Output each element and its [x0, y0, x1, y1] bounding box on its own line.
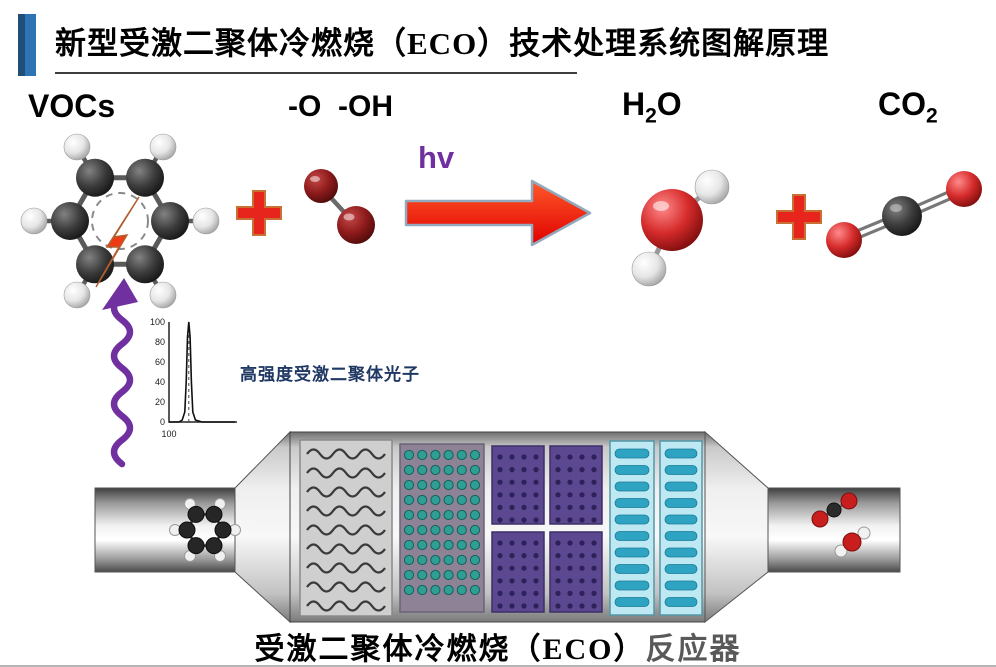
teal-dot-grid	[403, 449, 481, 596]
h2o-subscript: 2	[645, 104, 657, 128]
oxygen-atom	[842, 532, 862, 552]
y-tick: 0	[160, 417, 165, 427]
carbon-atom	[826, 502, 842, 518]
reactor-outlet-tube	[767, 487, 901, 573]
reactor-inlet-tube	[94, 487, 236, 573]
oxygen-atom	[811, 510, 829, 528]
cyan-slat-grid	[614, 448, 650, 607]
hydrogen-atom	[149, 133, 177, 161]
vocs-benzene-molecule	[20, 133, 220, 309]
hydrogen-atom	[149, 281, 177, 309]
vocs-label: VOCs	[28, 88, 116, 124]
carbon-atom	[187, 505, 205, 523]
outlet-co2-molecule	[811, 492, 858, 528]
lightning-icon	[95, 196, 140, 288]
oxygen-molecule	[304, 169, 375, 244]
h2o-label: H2O	[622, 86, 682, 128]
co2-molecule	[826, 171, 982, 258]
carbon-atom	[214, 521, 232, 539]
purple-dot-grid	[555, 454, 597, 523]
excimer-spectrum-chart: 100 80 60 40 20 0 100	[150, 317, 237, 439]
specular-highlight	[890, 204, 902, 212]
photon-label: 高强度受激二聚体光子	[240, 365, 420, 384]
hydrogen-atom	[63, 281, 91, 309]
title-accent-bar	[18, 14, 36, 76]
y-axis-tick-labels: 100 80 60 40 20 0	[150, 317, 165, 427]
reaction-arrow-icon	[404, 179, 592, 247]
co2-label: CO2	[878, 86, 938, 128]
purple-dot-grid	[497, 454, 539, 523]
h2o-tail: O	[656, 86, 682, 122]
reactor-caption-suffix: 反应器	[645, 633, 742, 666]
teal-dot-panel	[399, 443, 485, 613]
x-tick: 100	[161, 429, 176, 439]
water-molecule	[631, 169, 730, 287]
specular-highlight	[653, 201, 669, 211]
emission-peak-curve	[169, 321, 235, 423]
specular-highlight	[343, 213, 355, 221]
hydrogen-atom	[834, 544, 848, 558]
photon-wavy-arrow-icon	[102, 278, 138, 468]
hydrogen-atom	[63, 133, 91, 161]
hv-label: hv	[418, 140, 455, 175]
bottom-border	[0, 665, 996, 667]
page-title: 新型受激二聚体冷燃烧（ECO）技术处理系统图解原理	[55, 26, 830, 61]
outlet-water-molecule	[834, 526, 871, 558]
hydrogen-atom	[857, 526, 871, 540]
arrowhead	[102, 278, 138, 310]
y-tick: 80	[155, 337, 165, 347]
carbon-atom	[205, 505, 223, 523]
carbon-atom	[882, 196, 922, 236]
y-tick: 20	[155, 397, 165, 407]
hydrogen-atom	[631, 251, 667, 287]
plus-icon	[776, 194, 822, 240]
carbon-atom	[126, 158, 164, 197]
title-underline	[55, 72, 577, 74]
hydrogen-atom	[192, 207, 220, 235]
y-tick: 40	[155, 377, 165, 387]
oxygen-atom	[304, 169, 338, 203]
carbon-atom	[126, 245, 164, 284]
eco-reactor	[94, 430, 901, 624]
y-tick: 60	[155, 357, 165, 367]
oxygen-atom	[946, 171, 982, 207]
h2o-base: H	[622, 86, 646, 122]
carbon-atom	[151, 202, 189, 240]
oxygen-atom	[337, 206, 375, 244]
hydrogen-atoms	[20, 133, 220, 309]
reactor-caption-main: 受激二聚体冷燃烧（ECO）	[254, 633, 646, 666]
reactor-outlet-cone	[704, 430, 769, 624]
carbon-atoms	[51, 158, 189, 284]
oxygen-atom	[840, 492, 858, 510]
co2-base: CO	[878, 86, 926, 122]
inlet-vocs-molecule	[169, 498, 241, 562]
hydrogen-atom	[694, 169, 730, 205]
co2-subscript: 2	[926, 104, 938, 128]
plus-icon	[236, 190, 282, 236]
carbon-atom	[187, 537, 205, 555]
reactor-inlet-cone	[234, 430, 291, 624]
carbon-atom	[76, 158, 114, 197]
carbon-atom	[51, 202, 89, 240]
hydrogen-atom	[20, 207, 48, 235]
oxygen-atom	[826, 222, 862, 258]
carbon-atom	[205, 537, 223, 555]
wavy-plate-lines	[306, 448, 386, 612]
oxygen-atom	[641, 189, 703, 251]
radicals-label: -O -OH	[288, 90, 393, 123]
aromatic-ring-dashed	[91, 192, 149, 250]
purple-dot-grid	[555, 540, 597, 609]
carbon-atom	[178, 521, 196, 539]
chart-axes	[168, 322, 237, 423]
wavy-plate-panel	[299, 439, 393, 617]
y-tick: 100	[150, 317, 165, 327]
specular-highlight	[310, 176, 320, 182]
purple-dot-grid	[497, 540, 539, 609]
reactor-caption: 受激二聚体冷燃烧（ECO）反应器	[0, 624, 996, 667]
cyan-slat-grid	[664, 448, 698, 607]
